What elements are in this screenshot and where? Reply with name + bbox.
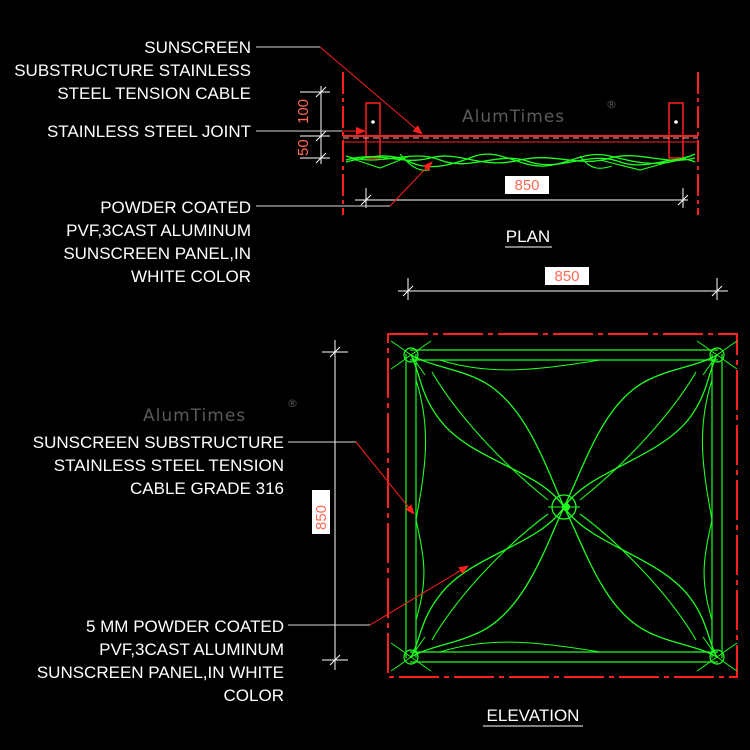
watermark-text: AlumTimes [143, 406, 246, 426]
callout-line: STAINLESS STEEL JOINT [47, 122, 251, 141]
elevation-callout-panel: 5 MM POWDER COATED PVF,3CAST ALUMINUM SU… [37, 565, 469, 705]
plan-dim-tick [315, 86, 327, 98]
callout-line: COLOR [224, 686, 284, 705]
elevation-dim-tick [329, 654, 341, 666]
callout-line: SUNSCREEN PANEL,IN [63, 244, 251, 263]
callout-line: 5 MM POWDER COATED [86, 617, 284, 636]
plan-dim-50-label: 50 [295, 139, 312, 156]
leader-arrow [389, 161, 433, 207]
plan-title: PLAN [506, 227, 550, 246]
callout-line: STEEL TENSION CABLE [57, 84, 251, 103]
plan-callout-cable: SUNSCREEN SUBSTRUCTURE STAINLESS STEEL T… [14, 38, 423, 135]
watermark-left: AlumTimes ® [143, 397, 299, 426]
callout-line: SUNSCREEN SUBSTRUCTURE [33, 433, 284, 452]
elevation-title: ELEVATION [487, 706, 580, 725]
elevation-width-dim-label: 850 [554, 268, 579, 285]
plan-callout-panel: POWDER COATED PVF,3CAST ALUMINUM SUNSCRE… [63, 161, 433, 286]
plan-panel-section [345, 153, 696, 171]
callout-line: STAINLESS STEEL TENSION [54, 456, 284, 475]
callout-line: POWDER COATED [100, 198, 251, 217]
elevation-view: 850 850 [312, 267, 738, 727]
plan-view: 100 50 850 PLAN [295, 72, 699, 248]
leader-arrow [355, 441, 415, 515]
elevation-height-dim-box [312, 490, 330, 534]
watermark-text: AlumTimes [462, 107, 565, 127]
watermark-registered-mark: ® [287, 397, 299, 410]
plan-left-joint-bolt [371, 120, 375, 124]
plan-dim-100-label: 100 [295, 99, 312, 124]
elevation-dim-tick [402, 285, 414, 297]
elevation-dim-tick [711, 285, 723, 297]
leader-arrow [369, 565, 469, 626]
elevation-callout-cable: SUNSCREEN SUBSTRUCTURE STAINLESS STEEL T… [33, 433, 415, 515]
plan-dim-tick [677, 194, 689, 206]
plan-dim-tick [315, 130, 327, 142]
plan-right-joint-bolt [674, 120, 678, 124]
callout-line: WHITE COLOR [131, 267, 251, 286]
callout-line: PVF,3CAST ALUMINUM [99, 640, 284, 659]
watermark-top: AlumTimes ® [462, 98, 618, 127]
callout-line: SUBSTRUCTURE STAINLESS [14, 61, 251, 80]
callout-line: PVF,3CAST ALUMINUM [66, 221, 251, 240]
elevation-sunscreen-panel [409, 353, 719, 659]
elevation-width-dim-box [545, 267, 589, 285]
watermark-registered-mark: ® [606, 98, 618, 111]
plan-dim-tick [360, 194, 372, 206]
elevation-corner-fittings [390, 340, 738, 672]
plan-callout-joint: STAINLESS STEEL JOINT [47, 122, 366, 141]
plan-width-dim-box [505, 176, 549, 194]
plan-dim-tick [315, 152, 327, 164]
callout-line: SUNSCREEN PANEL,IN WHITE [37, 663, 284, 682]
callout-line: SUNSCREEN [144, 38, 251, 57]
leader-arrow [319, 46, 423, 135]
plan-left-post [365, 102, 381, 159]
elevation-height-dim-label: 850 [313, 505, 330, 530]
plan-right-post [668, 102, 684, 159]
callout-line: CABLE GRADE 316 [130, 479, 284, 498]
elevation-dim-tick [329, 346, 341, 358]
plan-width-dim-label: 850 [514, 177, 539, 194]
elevation-frame [387, 333, 738, 678]
